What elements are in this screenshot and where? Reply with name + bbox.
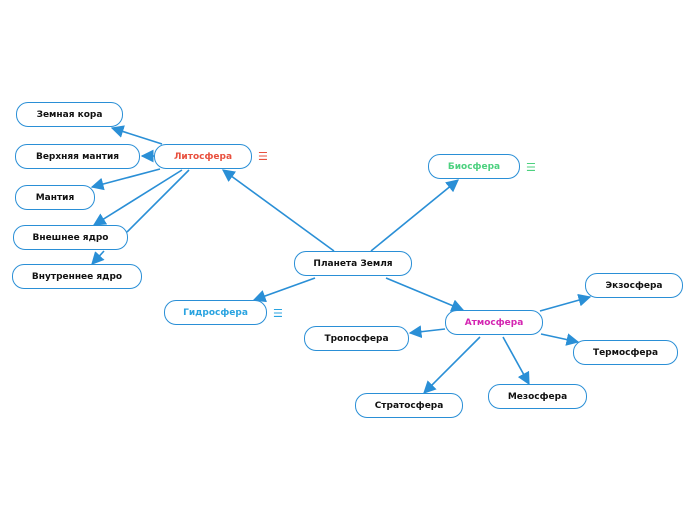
node-label: Мезосфера — [507, 391, 568, 402]
edge-atmosfera-termosfera — [540, 333, 580, 346]
node-vnutrennee-yadro[interactable]: Внутреннее ядро — [12, 264, 142, 289]
node-gidrosfera[interactable]: Гидросфера — [164, 300, 267, 325]
node-verkhnyaya-mantiya[interactable]: Верхняя мантия — [15, 144, 140, 169]
node-label: Термосфера — [592, 347, 659, 358]
node-atmosfera[interactable]: Атмосфера — [445, 310, 543, 335]
node-mezosfera[interactable]: Мезосфера — [488, 384, 587, 409]
edge-litosfera-mantiya — [90, 168, 161, 191]
notes-icon[interactable]: ☰ — [273, 307, 283, 320]
edge-atmosfera-stratosfera — [423, 336, 481, 394]
notes-icon[interactable]: ☰ — [526, 161, 536, 174]
edge-root-biosfera — [370, 179, 459, 252]
node-label: Верхняя мантия — [35, 151, 120, 162]
node-label: Стратосфера — [374, 400, 444, 411]
node-planeta-zemlya[interactable]: Планета Земля — [294, 251, 412, 276]
node-termosfera[interactable]: Термосфера — [573, 340, 678, 365]
node-stratosfera[interactable]: Стратосфера — [355, 393, 463, 418]
node-label: Экзосфера — [605, 280, 663, 291]
node-label: Литосфера — [173, 151, 233, 162]
notes-icon[interactable]: ☰ — [258, 150, 268, 163]
edge-litosfera-zemnaya-kora — [110, 125, 163, 145]
node-label: Внешнее ядро — [32, 232, 109, 243]
node-label: Гидросфера — [183, 307, 248, 318]
node-label: Биосфера — [447, 161, 501, 172]
node-label: Внутреннее ядро — [31, 271, 123, 282]
node-biosfera[interactable]: Биосфера — [428, 154, 520, 179]
edge-atmosfera-mezosfera — [502, 336, 530, 386]
node-label: Атмосфера — [464, 317, 524, 328]
edge-root-litosfera — [221, 169, 335, 252]
edge-root-atmosfera — [385, 277, 465, 312]
node-mantiya[interactable]: Мантия — [15, 185, 95, 210]
node-label: Земная кора — [36, 109, 103, 120]
edge-litosfera-vneshnee-yadro — [92, 169, 183, 226]
edge-atmosfera-troposfera — [408, 325, 446, 339]
node-litosfera[interactable]: Литосфера — [154, 144, 252, 169]
node-label: Планета Земля — [313, 258, 393, 269]
node-label: Мантия — [35, 192, 75, 203]
edge-litosfera-vnutrennee-yadro — [126, 169, 190, 233]
edge-vneshnee-yadro-vnutrennee-yadro — [91, 250, 105, 265]
node-troposfera[interactable]: Тропосфера — [304, 326, 409, 351]
node-label: Тропосфера — [324, 333, 389, 344]
edge-atmosfera-ekzosfera — [539, 293, 592, 312]
edge-root-gidrosfera — [252, 277, 316, 303]
node-vneshnee-yadro[interactable]: Внешнее ядро — [13, 225, 128, 250]
node-zemnaya-kora[interactable]: Земная кора — [16, 102, 123, 127]
node-ekzosfera[interactable]: Экзосфера — [585, 273, 683, 298]
